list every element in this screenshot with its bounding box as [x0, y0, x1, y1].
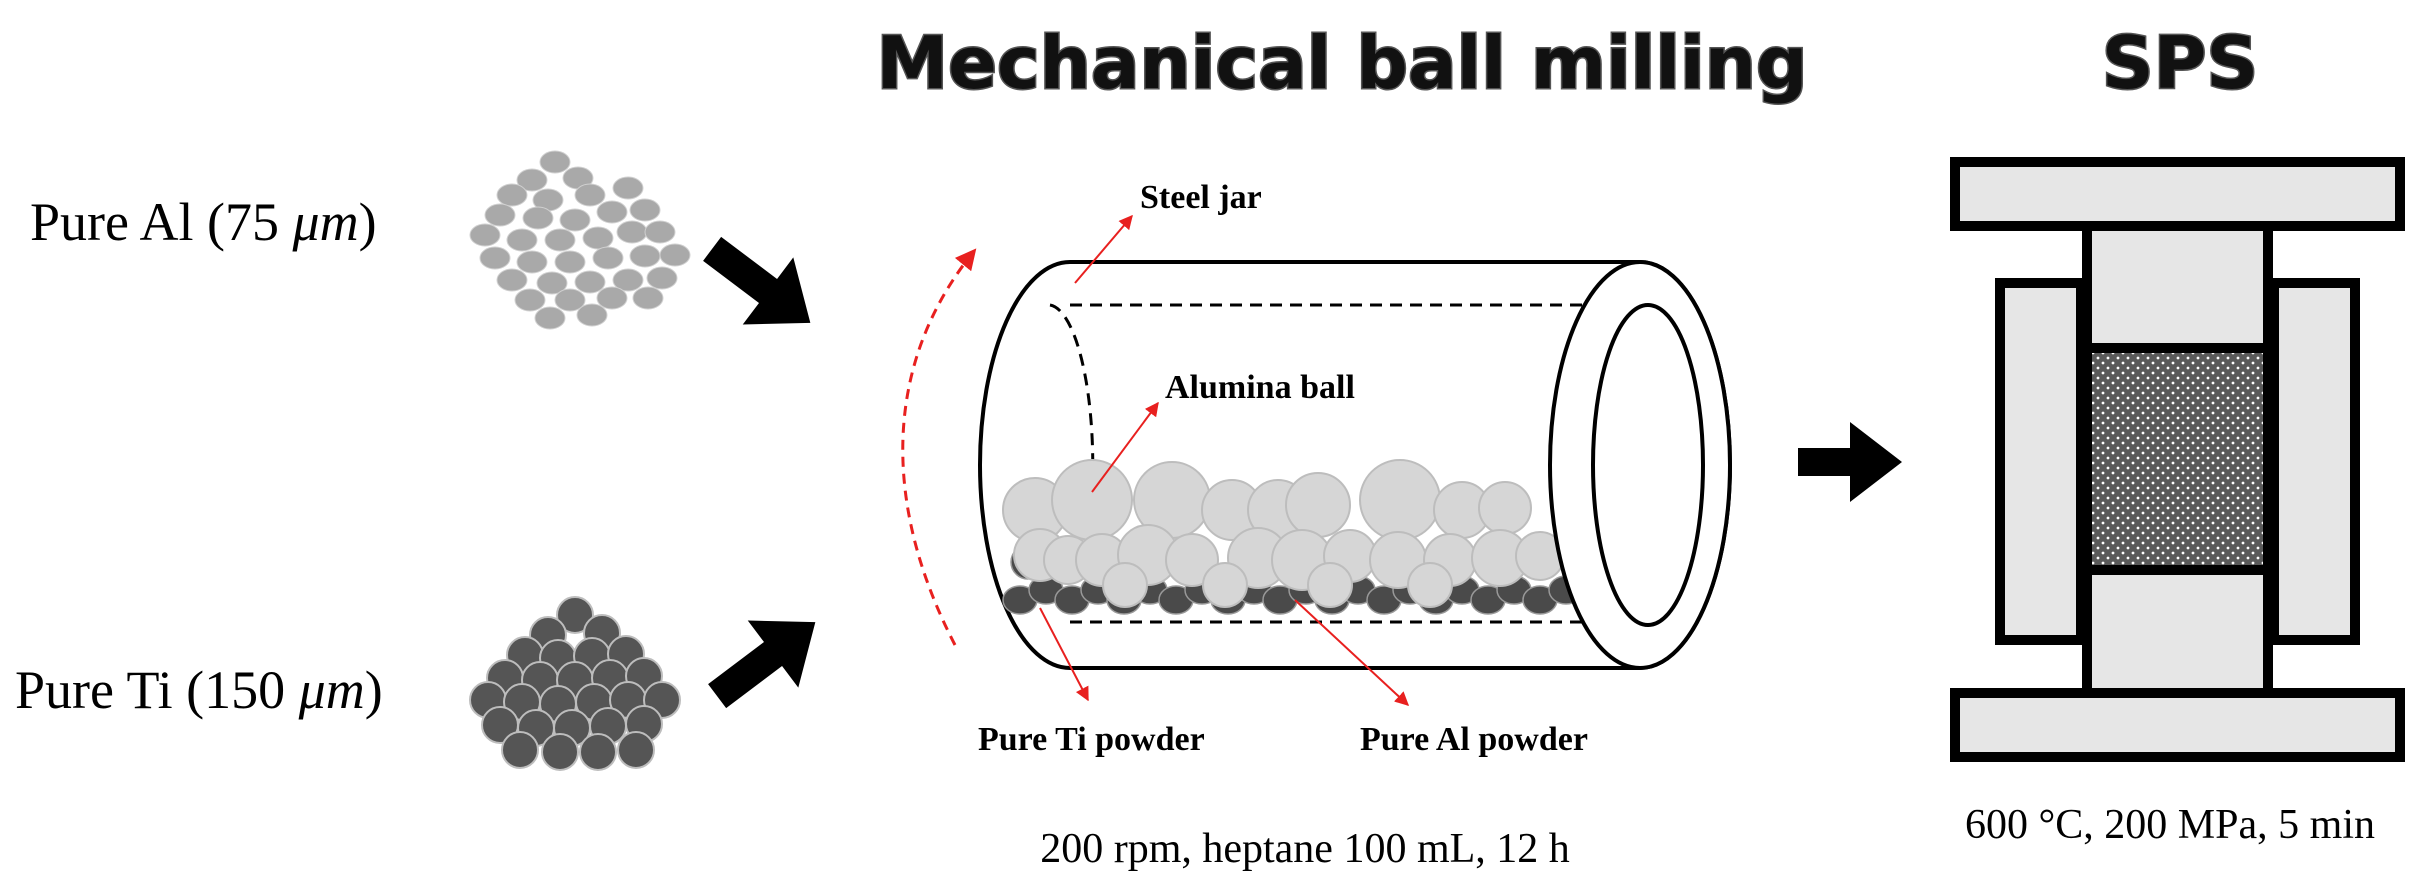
alumina-ball [1165, 533, 1219, 587]
al-particle [539, 150, 571, 174]
al-particle [514, 288, 546, 312]
sps-powder-sample [2082, 343, 2273, 575]
al-powder-pile [469, 150, 691, 330]
sps-top-electrode [1950, 157, 2405, 231]
ti-particle [579, 733, 617, 771]
al-particle [659, 243, 691, 267]
al-particle [644, 220, 676, 244]
alumina-ball [1478, 481, 1532, 535]
milling-heading: Mechanical ball milling [876, 21, 1807, 105]
ti-powder-pointer [1039, 607, 1089, 702]
pure-al-powder-label: Pure Al powder [1360, 721, 1588, 758]
al-particle [469, 223, 501, 247]
al-particle [616, 220, 648, 244]
al-particle [516, 168, 548, 192]
steel-jar [901, 248, 1732, 670]
alumina-ball [1407, 562, 1453, 608]
al-particle [536, 271, 568, 295]
pure-al-label: Pure Al (75 μm) [30, 192, 377, 252]
pure-ti-label-unit: μm [298, 660, 365, 720]
sps-conditions: 600 °C, 200 MPa, 5 min [1965, 802, 2375, 848]
jar-right-rim-inner [1591, 303, 1705, 627]
pure-al-label-close: ) [359, 192, 377, 252]
al-particle [479, 246, 511, 270]
al-particle [534, 306, 566, 330]
ti-particle [617, 731, 655, 769]
ti-particle [501, 731, 539, 769]
al-particle [554, 250, 586, 274]
alumina-ball-label: Alumina ball [1165, 369, 1355, 406]
al-particle [612, 176, 644, 200]
sps-upper-punch [2082, 221, 2273, 353]
al-particle [629, 198, 661, 222]
sps-lower-punch [2082, 565, 2273, 698]
al-particle [596, 286, 628, 310]
al-particle [596, 200, 628, 224]
steel-jar-label: Steel jar [1140, 179, 1262, 216]
al-particle [522, 206, 554, 230]
sps-bottom-electrode [1950, 688, 2405, 762]
alumina-ball [1102, 562, 1148, 608]
alumina-ball [1051, 459, 1133, 541]
alumina-balls [1002, 459, 1565, 608]
sps-die [1950, 157, 2405, 762]
al-particle [496, 268, 528, 292]
alumina-ball [1307, 562, 1353, 608]
ti-powder-pile [469, 596, 681, 771]
al-particle [496, 183, 528, 207]
al-particle [574, 270, 606, 294]
steel-jar-pointer [1074, 214, 1133, 284]
al-particle [646, 266, 678, 290]
al-particle [632, 286, 664, 310]
alumina-ball [1285, 472, 1351, 538]
sps-heading: SPS [2102, 21, 2258, 105]
al-particle [582, 226, 614, 250]
alumina-ball-pointer [1091, 401, 1159, 493]
arrow-al-to-jar [703, 236, 811, 325]
al-particle [592, 246, 624, 270]
pure-ti-label-close: ) [365, 660, 383, 720]
al-particle [554, 288, 586, 312]
al-particle [544, 228, 576, 252]
al-particle [612, 268, 644, 292]
al-particle [629, 244, 661, 268]
milling-conditions: 200 rpm, heptane 100 mL, 12 h [1040, 826, 1570, 872]
arrow-jar-to-sps [1798, 422, 1902, 502]
pure-ti-label: Pure Ti (150 μm) [15, 660, 383, 720]
al-particle [516, 250, 548, 274]
al-powder-pointer [1294, 599, 1410, 706]
al-particle [576, 303, 608, 327]
sps-right-die-wall [2269, 278, 2360, 645]
al-particle [574, 183, 606, 207]
alumina-ball [1202, 562, 1248, 608]
rotation-arrow [901, 248, 977, 646]
sps-left-die-wall [1995, 278, 2086, 645]
ti-particle [541, 733, 579, 771]
al-particle [506, 228, 538, 252]
al-particle [484, 203, 516, 227]
pure-al-label-unit: μm [292, 192, 359, 252]
pure-al-label-text: Pure Al (75 [30, 192, 293, 252]
ti-particle [556, 596, 594, 634]
alumina-ball [1359, 459, 1441, 541]
al-particle [559, 208, 591, 232]
pure-ti-label-text: Pure Ti (150 [15, 660, 299, 720]
arrow-ti-to-jar [708, 620, 816, 709]
pure-ti-powder-label: Pure Ti powder [978, 721, 1205, 758]
